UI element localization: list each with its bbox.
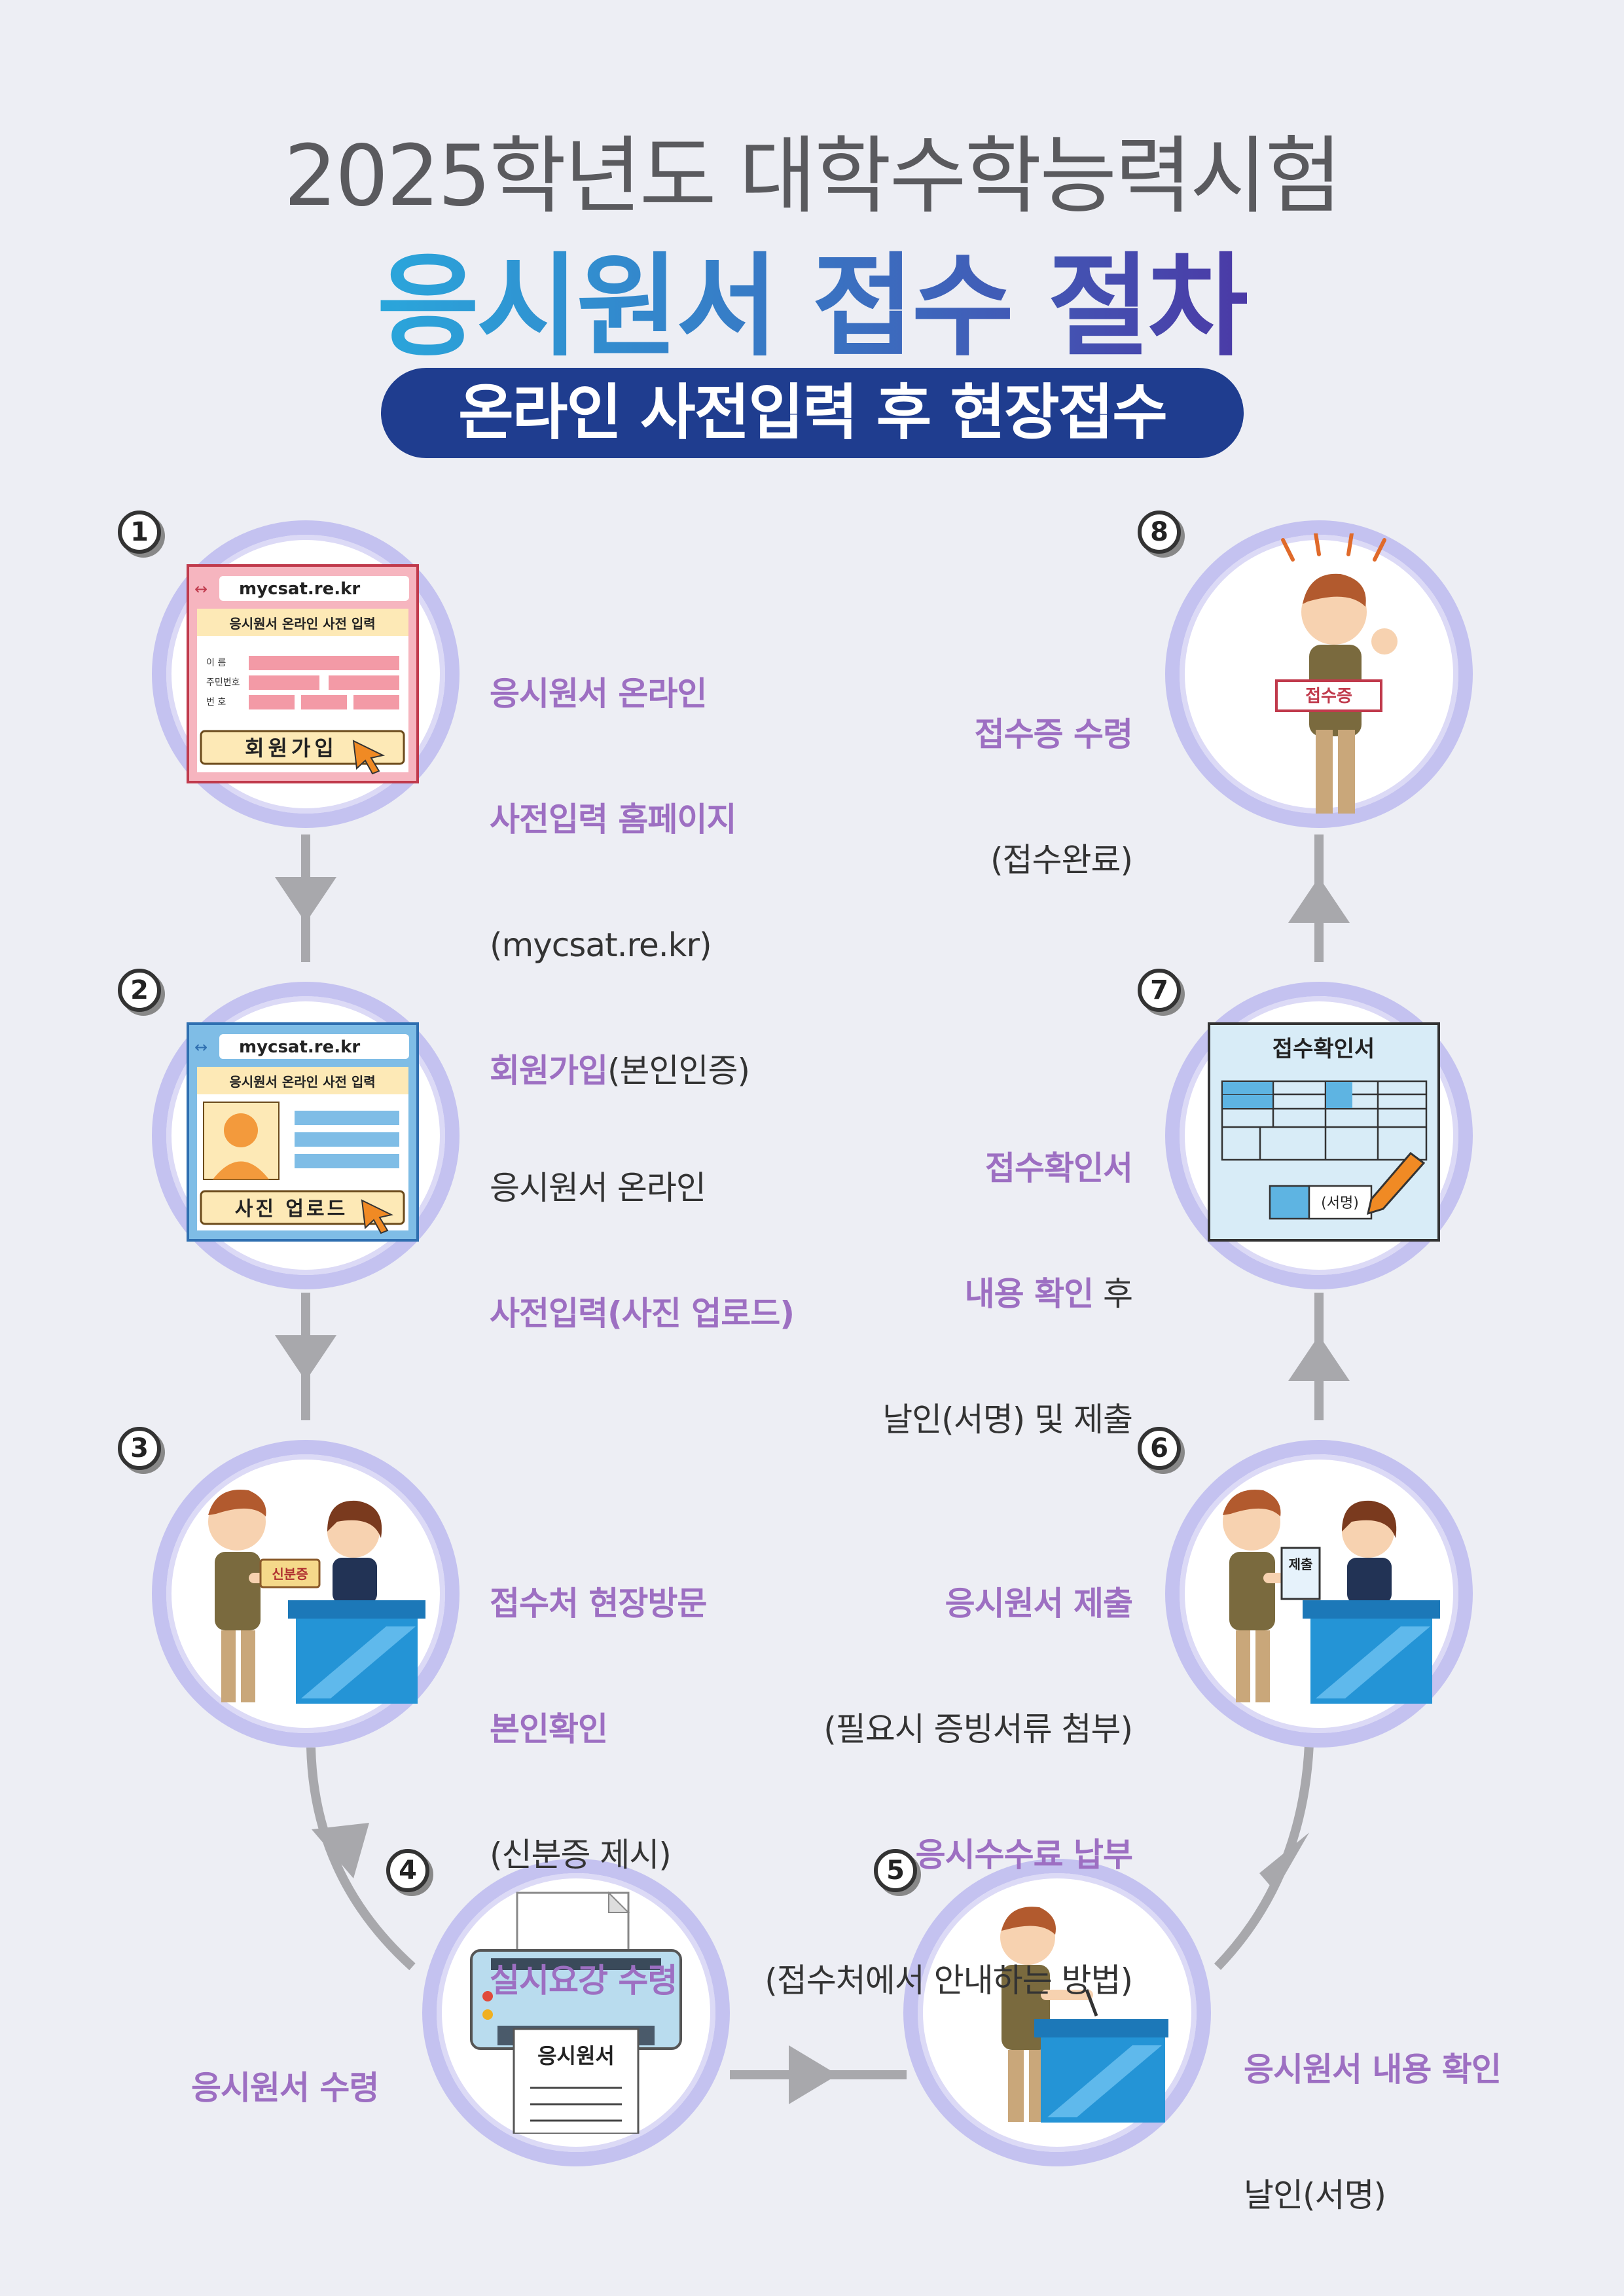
step-3-line-3: (신분증 제시) <box>490 1836 672 1874</box>
field-label-id: 주민번호 <box>206 677 240 688</box>
step-7-line-3: 날인(서명) 및 제출 <box>882 1401 1133 1439</box>
form-header: 응시원서 온라인 사전 입력 <box>229 1074 375 1090</box>
main-title-text: 응시원서 접수 절차 <box>376 242 1250 372</box>
photo-upload-illustration: ↔ mycsat.re.kr 응시원서 온라인 사전 입력 사진 업로드 <box>187 1022 419 1242</box>
document-label: 제출 <box>1289 1556 1313 1572</box>
step-8-line-1: 접수증 수령 <box>974 715 1133 753</box>
step-4-line-1: 응시원서 수령 <box>191 2069 379 2107</box>
id-card <box>259 1558 321 1588</box>
signup-button-label: 회원가입 <box>245 736 338 761</box>
year-title: 2025학년도 대학수학능력시험 <box>283 128 1343 225</box>
step-7-badge: 7 <box>1138 969 1181 1012</box>
receipt-label: 접수증 <box>1305 687 1352 706</box>
step-5-badge: 5 <box>874 1849 917 1892</box>
step-3-line-4: 실시요강 수령 <box>490 1962 677 2000</box>
man-vest <box>215 1552 261 1630</box>
woman-jacket <box>1347 1558 1392 1604</box>
step-1-desc: 응시원서 온라인 사전입력 홈페이지 (mycsat.re.kr) 회원가입(본… <box>490 589 750 1134</box>
step-6-line-2: (필요시 증빙서류 첨부) <box>823 1710 1133 1748</box>
receipt-illustration: 접수증 <box>1275 533 1398 814</box>
arrow-6-7 <box>1288 1335 1350 1381</box>
step-4-desc: 응시원서 수령 <box>191 1983 379 2151</box>
form-header: 응시원서 온라인 사전 입력 <box>229 616 375 632</box>
step-5-line-2: 날인(서명) <box>1244 2176 1386 2214</box>
field-label-name: 이 름 <box>206 658 226 668</box>
pencil-icon <box>1366 1151 1426 1215</box>
step-3-desc: 접수처 현장방문 본인확인 (신분증 제시) 실시요강 수령 <box>490 1499 707 2043</box>
signup-screen-illustration: ↔ mycsat.re.kr 응시원서 온라인 사전 입력 이 름 주민번호 번… <box>187 564 419 783</box>
submit-illustration: 제출 <box>1223 1490 1440 1704</box>
step-2-line-2: 사전입력(사진 업로드) <box>490 1295 795 1333</box>
signing-illustration <box>1000 1907 1168 2123</box>
step-6-line-4: (접수처에서 안내하는 방법) <box>765 1962 1133 2000</box>
step-6-desc: 응시원서 제출 (필요시 증빙서류 첨부) 응시수수료 납부 (접수처에서 안내… <box>694 1499 1133 2043</box>
application-paper <box>513 2028 640 2134</box>
step-7-line-2b: 후 <box>1103 1275 1133 1313</box>
arrow-7-8 <box>1288 877 1350 923</box>
man-vest <box>1229 1552 1275 1630</box>
url-text: mycsat.re.kr <box>239 1037 360 1057</box>
cursor-icon <box>352 740 386 775</box>
step-7-line-2a: 내용 확인 <box>964 1275 1094 1313</box>
step-8-desc: 접수증 수령 (접수완료) <box>825 630 1133 923</box>
arrow-4-5 <box>789 2045 838 2104</box>
printer-led-red <box>482 1991 493 2001</box>
document <box>1280 1547 1321 1600</box>
nav-arrows-icon: ↔ <box>194 580 208 598</box>
step-8-line-2: (접수완료) <box>990 841 1133 879</box>
step-6-badge: 6 <box>1138 1427 1181 1470</box>
url-text: mycsat.re.kr <box>239 579 360 599</box>
woman-jacket <box>333 1558 377 1604</box>
step-2-badge: 2 <box>118 969 161 1012</box>
arrow-5-6 <box>1259 1833 1309 1892</box>
step-6-line-1: 응시원서 제출 <box>945 1585 1133 1623</box>
step-4-badge: 4 <box>386 1849 429 1892</box>
arrow-2-3 <box>275 1335 336 1381</box>
id-check-illustration: 신분증 <box>208 1490 425 1704</box>
step-3-line-2: 본인확인 <box>490 1710 608 1748</box>
paper-label: 응시원서 <box>537 2043 615 2068</box>
step-8-badge: 8 <box>1138 511 1181 554</box>
field-label-number: 번 호 <box>206 697 226 708</box>
step-5-line-1: 응시원서 내용 확인 <box>1244 2051 1502 2089</box>
receipt-card <box>1275 679 1382 712</box>
step-1-line-4b: (본인인증) <box>607 1052 750 1090</box>
step-1-line-1: 응시원서 온라인 <box>490 675 707 713</box>
step-5-desc: 응시원서 내용 확인 날인(서명) <box>1244 1965 1502 2258</box>
subtitle-pill: 온라인 사전입력 후 현장접수 <box>381 368 1244 458</box>
upload-button-label: 사진 업로드 <box>235 1198 348 1221</box>
person-icon <box>224 1113 258 1147</box>
arrow-3-4 <box>312 1823 369 1878</box>
nav-arrows-icon: ↔ <box>194 1038 208 1056</box>
step-7-line-1: 접수확인서 <box>985 1149 1133 1187</box>
form-title: 접수확인서 <box>1272 1036 1375 1062</box>
confirmation-form-illustration: 접수확인서 (서명) <box>1208 1022 1440 1242</box>
printer-illustration: 응시원서 <box>470 1892 682 2134</box>
pen-icon <box>1085 1989 1098 2017</box>
step-1-line-3: (mycsat.re.kr) <box>490 926 712 964</box>
printer-led-yellow <box>482 2009 493 2020</box>
thumbs-up-icon <box>1371 628 1398 655</box>
step-1-line-4a: 회원가입 <box>490 1052 608 1090</box>
step-2-desc: 응시원서 온라인 사전입력(사진 업로드) <box>490 1083 795 1376</box>
step-1-badge: 1 <box>118 511 161 554</box>
step-1-line-2: 사전입력 홈페이지 <box>490 800 736 838</box>
step-3-badge: 3 <box>118 1427 161 1470</box>
step-6-line-3: 응시수수료 납부 <box>915 1836 1133 1874</box>
step-3-line-1: 접수처 현장방문 <box>490 1585 707 1623</box>
main-title: 응시원서 접수 절차 <box>0 216 1624 377</box>
id-card-label: 신분증 <box>272 1566 308 1582</box>
cursor-icon <box>361 1199 394 1234</box>
arrow-1-2 <box>275 877 336 923</box>
step-2-line-1: 응시원서 온라인 <box>490 1169 706 1207</box>
sign-field: (서명) <box>1321 1195 1359 1211</box>
step-7-desc: 접수확인서 내용 확인 후 날인(서명) 및 제출 <box>759 1064 1133 1482</box>
